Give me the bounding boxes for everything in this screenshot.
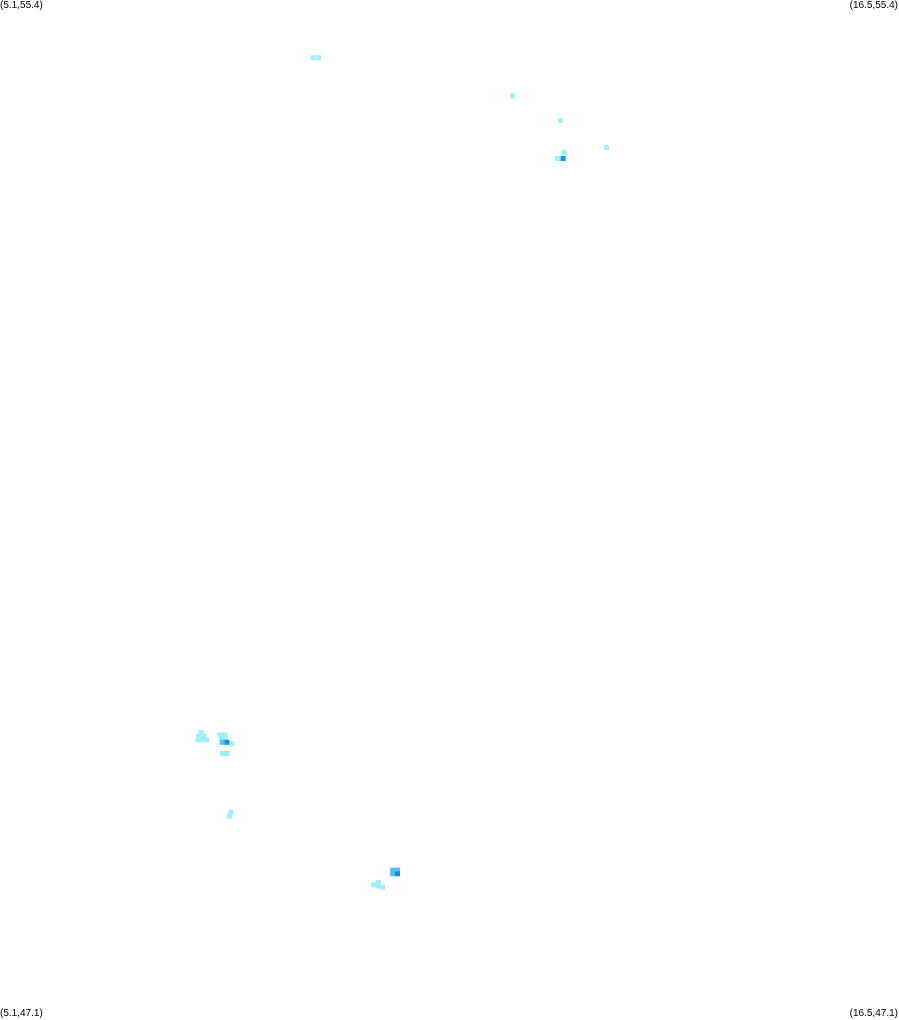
map-cell [375,883,381,889]
map-cell [560,156,566,161]
map-cell [223,736,228,742]
map-cell [224,750,230,756]
map-cell [199,737,205,743]
corner-label-bottom-right: (16.5,47.1) [849,1008,898,1019]
map-cell [224,739,230,745]
map-cell [376,879,381,885]
corner-label-bottom-left: (5.1,47.1) [0,1008,43,1019]
map-cell [229,741,235,746]
map-cell [204,737,210,743]
map-cell [227,813,232,819]
map-cell [198,729,204,735]
map-cell [219,750,225,756]
map-cell [510,93,516,99]
corner-label-top-left: (5.1,55.4) [0,0,43,11]
map-cell [558,117,564,123]
map-cell [219,739,225,745]
map-cell [555,156,560,161]
map-cell [603,145,609,150]
map-cell [371,882,377,888]
map-cell [395,867,400,873]
map-cell [380,884,385,890]
map-cell [195,737,201,743]
map-cell [310,55,316,61]
map-cell [561,149,567,155]
map-cell [219,736,225,742]
corner-label-top-right: (16.5,55.4) [849,0,898,11]
map-cell [390,871,396,877]
map-cell [196,733,202,739]
map-cell [228,809,234,815]
map-cell [201,733,207,739]
map-cell [395,871,400,877]
map-cell [217,732,223,738]
map-cell [316,55,322,61]
map-cell [390,867,396,873]
map-cell [222,732,228,738]
